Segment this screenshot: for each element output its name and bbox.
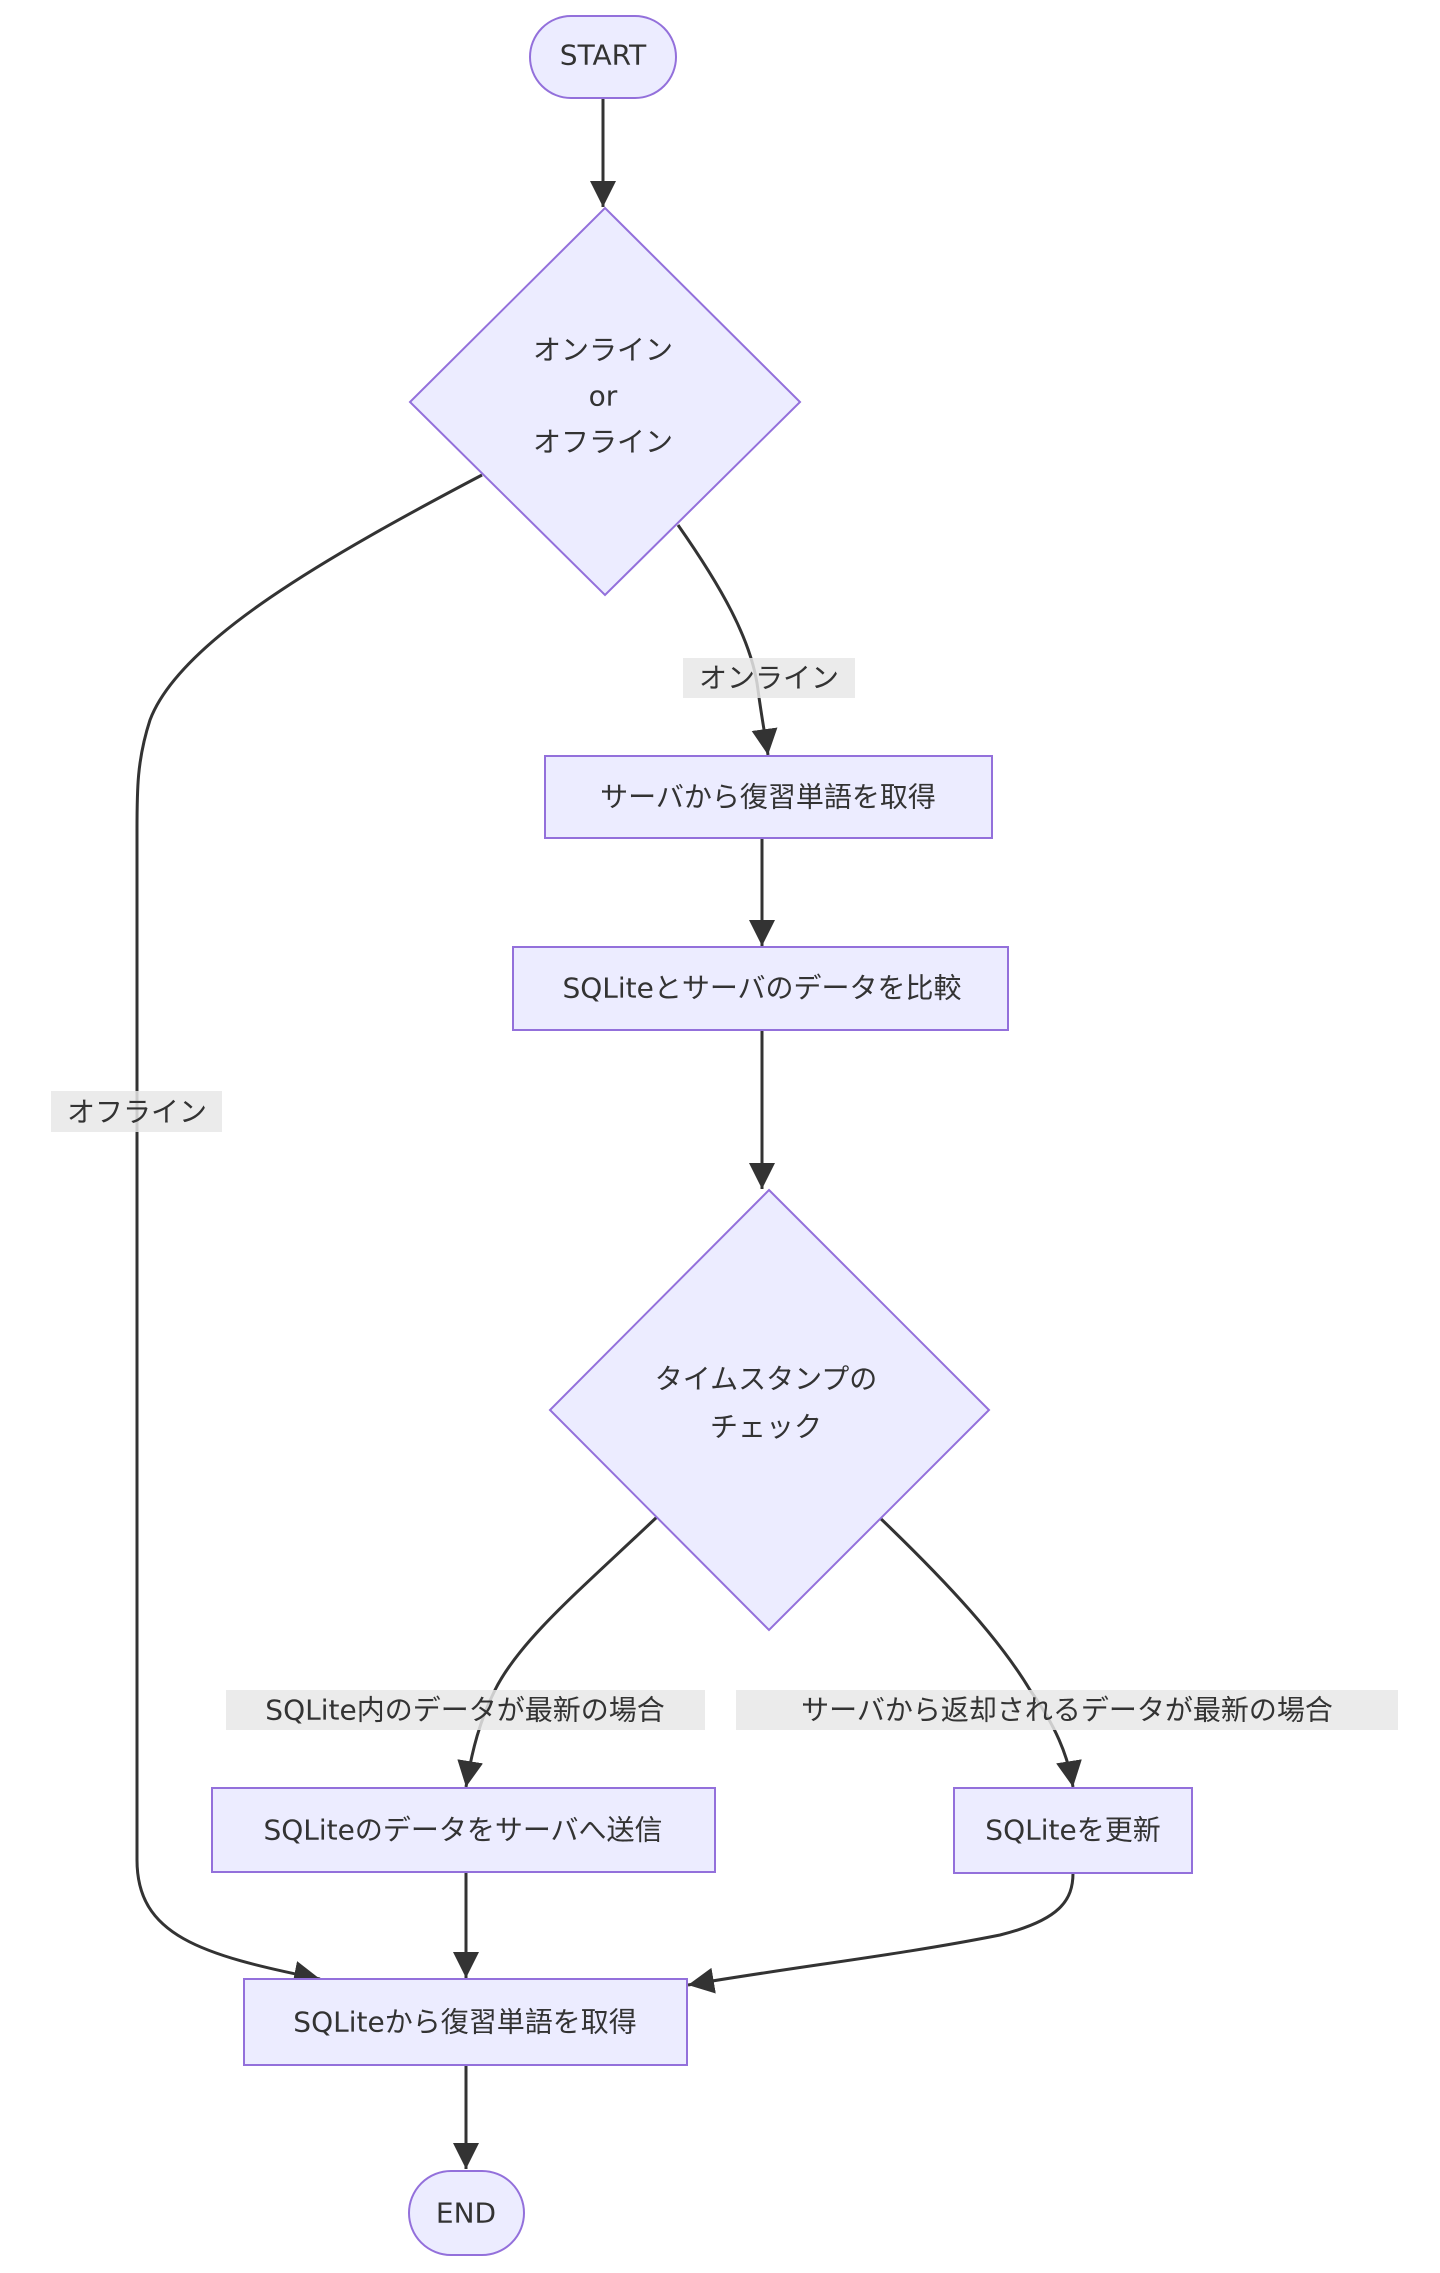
- node-send-to-server[interactable]: SQLiteのデータをサーバへ送信: [211, 1787, 716, 1873]
- edge-label-online-text: オンライン: [699, 662, 839, 695]
- edge-label-offline: オフライン: [51, 1091, 222, 1132]
- node-send-to-server-label: SQLiteのデータをサーバへ送信: [263, 1814, 662, 1847]
- edges: [135, 98, 1082, 2169]
- decision-timestamp-line-1: タイムスタンプの: [655, 1363, 878, 1396]
- node-fetch-from-server-label: サーバから復習単語を取得: [600, 781, 936, 814]
- edge-label-online: オンライン: [683, 658, 855, 698]
- decision-online-line-1: オンライン: [533, 334, 673, 367]
- node-decision-timestamp[interactable]: タイムスタンプの チェック: [548, 1188, 991, 1632]
- edge-online[interactable]: [676, 524, 778, 756]
- node-compare-data-label: SQLiteとサーバのデータを比較: [562, 972, 961, 1005]
- node-decision-online-offline[interactable]: オンライン or オフライン: [408, 206, 802, 597]
- edge-label-offline-text: オフライン: [67, 1096, 207, 1129]
- edge-server-newer[interactable]: [876, 1514, 1082, 1788]
- decision-online-line-2: or: [589, 380, 618, 413]
- edge-label-sqlite-newer: SQLite内のデータが最新の場合: [226, 1690, 705, 1730]
- node-update-sqlite[interactable]: SQLiteを更新: [953, 1787, 1193, 1874]
- node-update-sqlite-label: SQLiteを更新: [985, 1814, 1160, 1847]
- edge-offline[interactable]: [135, 473, 483, 1987]
- node-start-label: START: [560, 39, 647, 72]
- node-end[interactable]: END: [408, 2170, 525, 2256]
- decision-online-line-3: オフライン: [533, 426, 673, 459]
- node-fetch-from-sqlite[interactable]: SQLiteから復習単語を取得: [243, 1978, 688, 2066]
- node-start[interactable]: START: [529, 15, 677, 99]
- edge-update-to-fetch-sqlite[interactable]: [687, 1872, 1075, 1994]
- node-fetch-from-server[interactable]: サーバから復習単語を取得: [544, 755, 993, 839]
- edge-label-sqlite-newer-text: SQLite内のデータが最新の場合: [265, 1694, 664, 1727]
- edge-sqlite-newer[interactable]: [457, 1514, 660, 1788]
- node-fetch-from-sqlite-label: SQLiteから復習単語を取得: [293, 2006, 636, 2039]
- node-compare-data[interactable]: SQLiteとサーバのデータを比較: [512, 946, 1009, 1031]
- edge-label-server-newer-text: サーバから返却されるデータが最新の場合: [801, 1694, 1333, 1727]
- decision-timestamp-line-2: チェック: [710, 1411, 822, 1444]
- edge-label-server-newer: サーバから返却されるデータが最新の場合: [736, 1690, 1398, 1730]
- node-end-label: END: [436, 2197, 496, 2230]
